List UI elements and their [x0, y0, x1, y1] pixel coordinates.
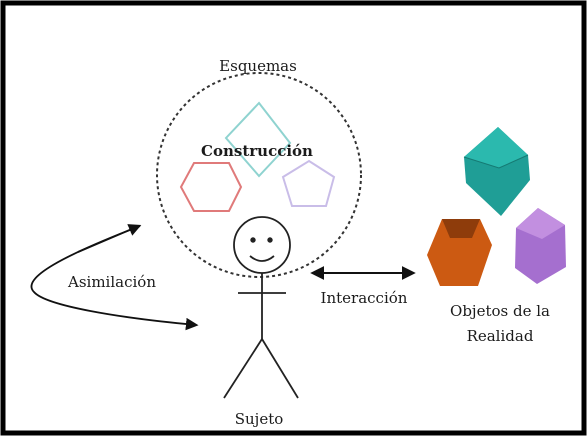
assimilation-arrows [30, 224, 199, 331]
subject-stick-figure [223, 216, 299, 399]
objects-label-line1: Objetos de la [450, 302, 550, 320]
construction-label: Construcción [201, 142, 313, 160]
construction-pentagon-outline [281, 159, 336, 207]
schemes-circle [156, 72, 362, 278]
orange-solid-hexagon [427, 219, 492, 286]
schemes-label: Esquemas [219, 57, 297, 75]
construction-diamond-outline [224, 101, 292, 178]
subject-label: Sujeto [235, 410, 284, 428]
objects-label-line2: Realidad [467, 327, 534, 345]
purple-solid-pentagon [515, 208, 566, 284]
construction-hexagon-outline [179, 162, 243, 212]
assimilation-label: Asimilación [67, 273, 156, 291]
teal-solid-diamond [463, 127, 530, 216]
interaction-label: Interacción [321, 289, 408, 307]
